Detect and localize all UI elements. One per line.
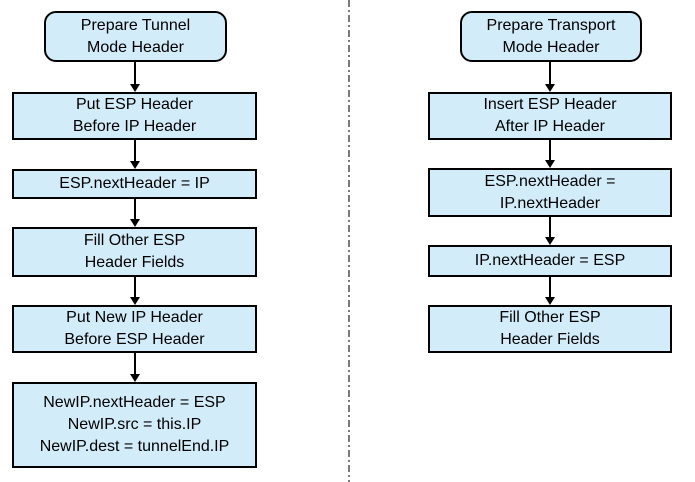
- flow-arrow: [544, 277, 556, 305]
- arrowhead-down-icon: [130, 219, 140, 227]
- flow-arrow: [129, 277, 141, 305]
- flow-arrow: [544, 217, 556, 245]
- node-text-line: Prepare Tunnel: [80, 16, 191, 34]
- arrow-shaft: [134, 199, 136, 219]
- node-prepare-transport-mode-header: Prepare Transport Mode Header: [460, 11, 642, 62]
- arrow-shaft: [134, 353, 136, 374]
- node-text-line: NewIP.nextHeader = ESP: [43, 394, 226, 411]
- node-text-line: Put New IP Header: [66, 309, 203, 326]
- node-text-line: Mode Header: [87, 38, 184, 56]
- node-text-line: Header Fields: [84, 254, 185, 271]
- node-text-line: Mode Header: [502, 38, 600, 56]
- flow-arrow: [129, 140, 141, 169]
- node-fill-other-esp-header-fields-tunnel: Fill Other ESP Header Fields: [12, 227, 257, 277]
- node-text-line: IP.nextHeader: [499, 194, 601, 212]
- flow-arrow: [129, 353, 141, 382]
- node-put-esp-header-before-ip-header: Put ESP Header Before IP Header: [12, 92, 257, 140]
- flow-arrow: [129, 199, 141, 227]
- node-text-line: NewIP.src = this.IP: [67, 416, 202, 433]
- arrow-shaft: [134, 62, 136, 84]
- node-prepare-tunnel-mode-header: Prepare Tunnel Mode Header: [44, 11, 227, 62]
- flow-arrow: [544, 62, 556, 92]
- arrowhead-down-icon: [130, 84, 140, 92]
- arrowhead-down-icon: [130, 161, 140, 169]
- flow-arrow: [544, 140, 556, 168]
- arrowhead-down-icon: [545, 160, 555, 168]
- node-text-line: Header Fields: [500, 331, 600, 348]
- arrowhead-down-icon: [130, 297, 140, 305]
- node-text-line: IP.nextHeader = ESP: [474, 252, 626, 269]
- node-esp-nextheader-equals-ip-nextheader: ESP.nextHeader = IP.nextHeader: [428, 168, 672, 217]
- node-text-line: ESP.nextHeader = IP: [59, 175, 210, 192]
- arrowhead-down-icon: [130, 374, 140, 382]
- arrow-shaft: [549, 277, 551, 297]
- node-newip-field-assignments: NewIP.nextHeader = ESP NewIP.src = this.…: [12, 382, 257, 468]
- node-text-line: Before IP Header: [72, 118, 197, 135]
- node-text-line: NewIP.dest = tunnelEnd.IP: [39, 438, 230, 455]
- node-text-line: Fill Other ESP: [83, 232, 186, 249]
- node-text-line: After IP Header: [495, 118, 605, 135]
- arrow-shaft: [549, 140, 551, 160]
- arrow-shaft: [549, 62, 551, 84]
- column-divider-line: [348, 0, 350, 482]
- node-esp-nextheader-equals-ip: ESP.nextHeader = IP: [12, 169, 257, 199]
- node-text-line: Before ESP Header: [64, 331, 205, 348]
- arrow-shaft: [134, 140, 136, 161]
- node-text-line: Prepare Transport: [486, 16, 616, 34]
- arrowhead-down-icon: [545, 237, 555, 245]
- arrow-shaft: [549, 217, 551, 237]
- arrowhead-down-icon: [545, 84, 555, 92]
- node-put-new-ip-header-before-esp-header: Put New IP Header Before ESP Header: [12, 305, 257, 353]
- node-insert-esp-header-after-ip-header: Insert ESP Header After IP Header: [428, 92, 672, 140]
- arrow-shaft: [134, 277, 136, 297]
- node-text-line: ESP.nextHeader =: [484, 172, 616, 190]
- node-fill-other-esp-header-fields-transport: Fill Other ESP Header Fields: [428, 305, 672, 353]
- node-text-line: Put ESP Header: [75, 96, 194, 113]
- arrowhead-down-icon: [545, 297, 555, 305]
- node-text-line: Insert ESP Header: [483, 96, 617, 113]
- flow-arrow: [129, 62, 141, 92]
- node-text-line: Fill Other ESP: [499, 309, 601, 326]
- node-ip-nextheader-equals-esp: IP.nextHeader = ESP: [428, 245, 672, 277]
